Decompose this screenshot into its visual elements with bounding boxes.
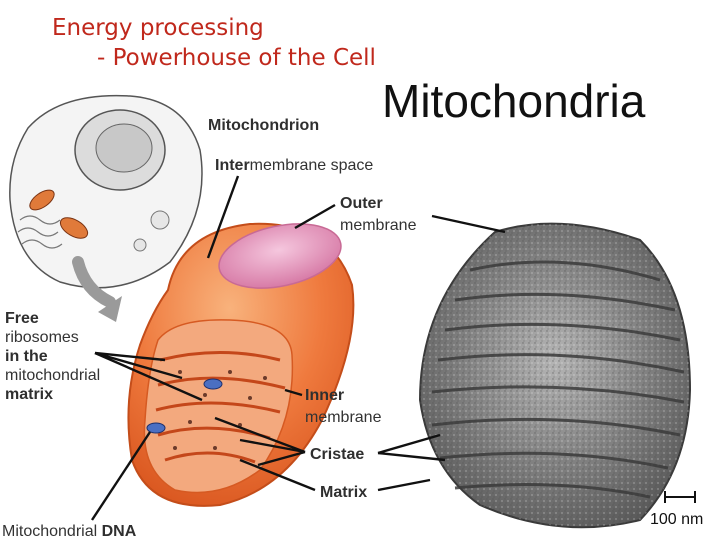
- electron-micrograph: [418, 222, 692, 529]
- cell-sketch: [9, 94, 203, 289]
- label-intermembrane-bold: Inter: [215, 157, 250, 174]
- free-ribosomes-line-3: in the: [5, 348, 48, 365]
- label-mito-dna-rest: DNA: [97, 523, 137, 540]
- label-intermembrane-space: Intermembrane space: [215, 156, 373, 175]
- zoom-arrow-head: [98, 296, 122, 322]
- label-outer-line-1: Outer: [340, 195, 383, 212]
- label-free-ribosomes: Free ribosomes in the mitochondrial matr…: [5, 309, 100, 404]
- page-title: Mitochondria: [382, 75, 646, 127]
- scale-bar-label: 100 nm: [650, 511, 704, 528]
- label-mitochondrial-dna: Mitochondrial DNA: [2, 522, 136, 541]
- label-matrix: Matrix: [320, 484, 368, 501]
- label-mito-dna-bold: Mitochondrial: [2, 523, 98, 540]
- scale-bar: [664, 491, 696, 503]
- free-ribosomes-line-5: matrix: [5, 386, 54, 403]
- zoom-arrow: [72, 256, 116, 308]
- label-mitochondrion: Mitochondrion: [208, 117, 320, 134]
- free-ribosomes-line-2: ribosomes: [5, 329, 79, 346]
- mitochondrion-illustration: [127, 222, 355, 507]
- subtitle-line-1: Energy processing: [52, 15, 264, 41]
- free-ribosomes-line-1: Free: [5, 310, 39, 327]
- label-inner-line-1: Inner: [305, 387, 345, 404]
- free-ribosomes-line-4: mitochondrial: [5, 367, 101, 384]
- label-outer-line-2: membrane: [340, 217, 417, 234]
- label-inner-line-2: membrane: [305, 409, 382, 426]
- subtitle-line-2: - Powerhouse of the Cell: [97, 45, 376, 71]
- label-intermembrane-rest: membrane space: [249, 157, 374, 174]
- label-cristae: Cristae: [310, 446, 365, 463]
- leader-lines: [90, 175, 506, 521]
